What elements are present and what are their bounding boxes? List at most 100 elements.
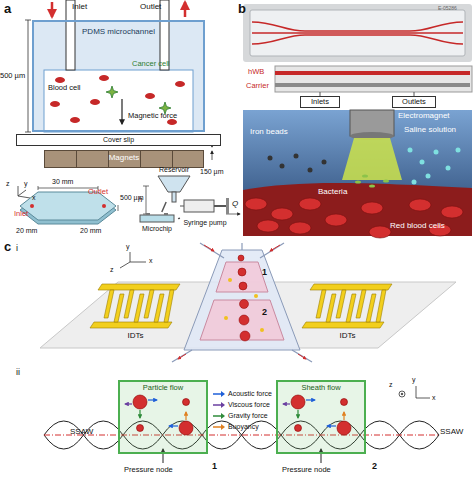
saw-substrate (298, 354, 306, 359)
syringe-pump-shape (184, 200, 214, 212)
particle (183, 399, 190, 406)
saw-substrate (270, 245, 280, 251)
microchip-shape (140, 215, 174, 222)
flow-arrow (184, 2, 187, 17)
dimension-line (118, 205, 119, 211)
idt-electrode-shape (310, 284, 392, 290)
force-arrow (297, 410, 298, 418)
idt-electrode-shape (346, 294, 356, 322)
saw-substrate (172, 243, 312, 362)
axis-label: x (149, 257, 153, 264)
legend-sample (212, 423, 226, 431)
flow-box: Particle flow (118, 380, 208, 454)
sub-panel: ii (16, 368, 20, 377)
idt-electrode-shape (302, 284, 392, 328)
legend-sample (213, 393, 221, 395)
vessel-illustration (420, 160, 425, 165)
part-label: Pressure node (282, 466, 331, 474)
saw-substrate (40, 243, 456, 362)
pdms-box: PDMS microchannel (32, 20, 205, 132)
part-label: Pressure node (124, 466, 173, 474)
chip-photo (252, 32, 463, 34)
vessel-illustration (408, 148, 413, 153)
node-text: Sheath flow (278, 384, 364, 392)
saw-substrate (216, 262, 268, 292)
vessel-illustration (361, 202, 383, 214)
reservoir-shape (158, 176, 190, 192)
signal-label: SSAW (440, 428, 463, 436)
node-text: PDMS microchannel (34, 28, 203, 37)
node-text: IDTs (300, 332, 395, 341)
blood-cell (145, 93, 155, 99)
vessel-illustration (245, 198, 267, 210)
vessel-illustration (268, 154, 327, 173)
flow-arrow (51, 2, 54, 17)
vessel-illustration (408, 148, 461, 185)
syringe-pump-shape (180, 206, 184, 207)
vessel-illustration (243, 110, 472, 238)
saw-substrate (260, 243, 284, 258)
axis-arrows (18, 186, 30, 198)
tube-strip (275, 71, 470, 75)
tube-strip (275, 66, 472, 96)
part-label: Electromagnet (398, 112, 450, 120)
pdms-chamber (44, 70, 193, 132)
vessel-illustration (441, 206, 463, 218)
magnet-bar: Magnets (44, 150, 204, 168)
axis-arrows (120, 262, 130, 268)
watermark: E-05286 (438, 6, 457, 11)
blood-cell (175, 81, 185, 87)
vessel-illustration (434, 150, 439, 155)
saw-substrate (200, 300, 284, 340)
particle (341, 399, 348, 406)
blood-cell (167, 119, 177, 125)
force-arrow (306, 399, 315, 400)
cancer-cell (106, 86, 118, 98)
vessel-illustration (456, 148, 461, 153)
saw-substrate (240, 300, 249, 309)
callout-number: 1 (212, 462, 217, 471)
dimension-line (28, 20, 29, 132)
idt-electrode-shape (98, 284, 180, 290)
force-arrow (148, 399, 157, 400)
idt-electrode-shape (104, 290, 114, 318)
vessel-illustration (289, 222, 311, 234)
microchip-shape (164, 213, 168, 215)
part-label: Magnetic force (128, 112, 177, 120)
part-label: Iron beads (250, 128, 288, 136)
idt-electrode-shape (316, 290, 326, 318)
node-text: IDTs (88, 332, 183, 341)
saw-substrate (204, 245, 214, 251)
tube-connector (178, 217, 180, 219)
idt-electrode: IDTs (88, 282, 183, 344)
vessel-illustration (322, 160, 327, 165)
force-arrow (122, 99, 123, 124)
blood-cell (70, 117, 80, 123)
chip-outline (30, 204, 34, 208)
saw-substrate (172, 350, 192, 362)
legend-text: Viscous force (228, 401, 270, 408)
idt-electrode-shape (134, 294, 144, 322)
dimension-line (143, 186, 149, 187)
saw-substrate (238, 255, 244, 261)
vessel-illustration (245, 198, 463, 238)
vessel-illustration (383, 179, 389, 182)
idt-electrode-shape (376, 290, 386, 322)
chip-photo (252, 22, 463, 44)
blood-cell (90, 99, 100, 105)
legend-sample (213, 426, 221, 428)
force-arrow (169, 425, 178, 426)
particle (295, 425, 302, 432)
dimension-line (212, 151, 213, 160)
port-box: Outlets (392, 96, 436, 108)
idt-electrode-shape (300, 282, 395, 330)
standing-wave (44, 421, 439, 463)
vessel-illustration (355, 174, 389, 187)
chip-photo (243, 4, 472, 62)
axis-label: y (24, 180, 28, 187)
chip-outline (20, 192, 116, 220)
tube-connector (162, 202, 166, 212)
node-text: Microchip (136, 225, 178, 233)
vessel-illustration (409, 199, 431, 211)
